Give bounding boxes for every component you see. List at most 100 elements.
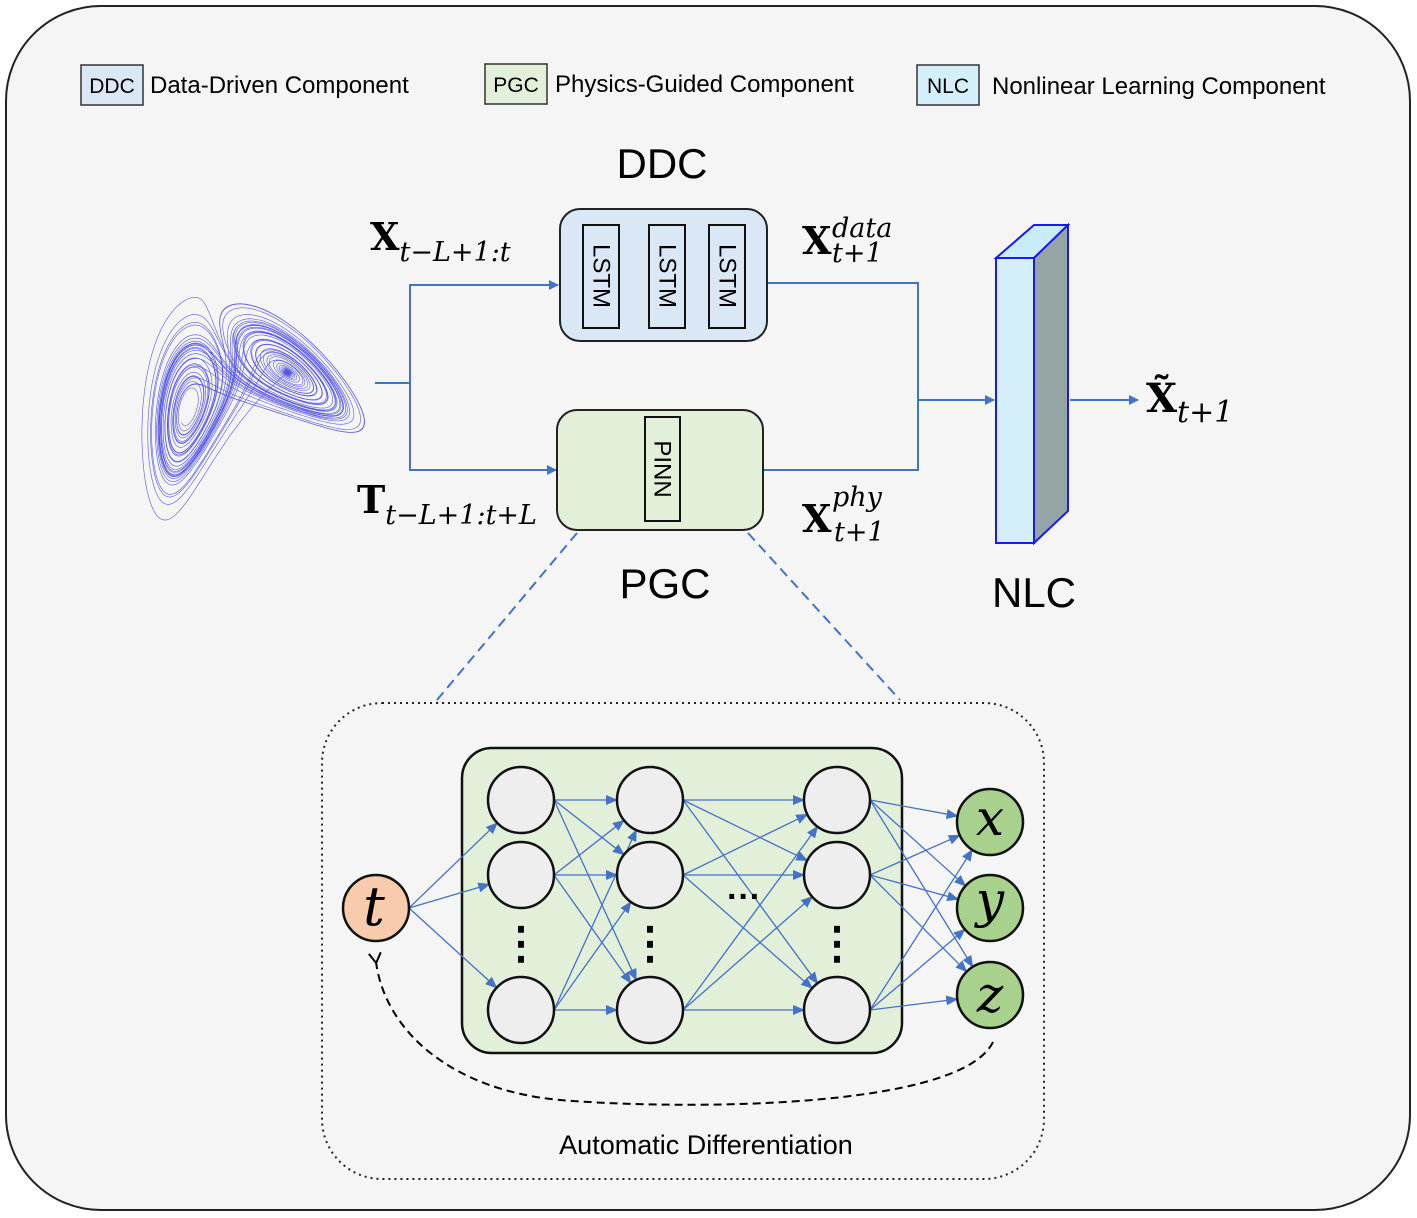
horizontal-dots: ···: [727, 878, 761, 916]
svg-text:x: x: [976, 789, 1004, 847]
arrow-to-ddc: [409, 280, 559, 383]
hidden-neuron: [486, 975, 556, 1045]
legend-item-nlc: NLC Nonlinear Learning Component: [916, 64, 1326, 106]
autodiff-arrow: [368, 951, 994, 1106]
hidden-layers-box: [460, 746, 904, 1055]
edge-hidden-to-output: [869, 834, 961, 876]
output-data-label: X data t+1: [802, 213, 892, 269]
ddc-title: DDC: [617, 140, 708, 187]
nlc-front-face: [995, 257, 1035, 544]
edge-hidden-to-hidden: [682, 896, 813, 1011]
svg-text:t+1: t+1: [834, 517, 885, 548]
edge-hidden-to-hidden: [682, 825, 819, 1011]
network-edges: [408, 795, 974, 1015]
svg-text:z: z: [976, 966, 1004, 1024]
edge-input-to-hidden: [408, 882, 491, 909]
lstm-label-2: LSTM: [654, 244, 681, 308]
lstm-cell-1: LSTM: [582, 224, 620, 329]
final-output-label: X̃t+1: [1146, 375, 1233, 430]
pgc-title: PGC: [619, 560, 710, 607]
edge-input-to-hidden: [408, 907, 498, 989]
edge-hidden-to-output: [869, 928, 966, 1011]
svg-text:X: X: [802, 218, 832, 263]
legend-label-ddc: Data-Driven Component: [150, 72, 409, 99]
svg-text:data: data: [832, 213, 892, 244]
network-nodes: [486, 765, 872, 1045]
lstm-label-3: LSTM: [714, 244, 741, 308]
edge-hidden-to-output: [869, 799, 959, 819]
input-node-t: t: [341, 873, 411, 943]
edge-hidden-to-hidden: [553, 799, 625, 856]
hidden-neuron: [615, 840, 685, 910]
legend-abbr-pgc: PGC: [493, 74, 539, 97]
pgc-box: [556, 409, 764, 531]
vertical-dots-1: ⋮: [499, 918, 543, 969]
output-node-x: x: [955, 787, 1025, 857]
nlc-block: NLC: [992, 222, 1076, 616]
vertical-dots-3: ⋮: [815, 918, 859, 969]
edge-hidden-to-hidden: [682, 813, 809, 876]
legend-abbr-ddc: DDC: [89, 75, 135, 98]
ddc-box: [559, 208, 768, 342]
input-x-label: Xt−L+1:t: [370, 214, 511, 268]
edge-hidden-to-hidden: [682, 874, 813, 989]
svg-text:y: y: [974, 871, 1005, 929]
output-node-y: y: [955, 871, 1025, 943]
zoom-line-left: [436, 532, 578, 701]
legend-item-pgc: PGC Physics-Guided Component: [484, 63, 854, 105]
edge-hidden-to-output: [869, 995, 959, 1011]
input-t-label: Tt−L+1:t+L: [357, 477, 537, 531]
legend-swatch-pgc: [484, 63, 548, 105]
pgc-block: PINN PGC: [556, 409, 764, 607]
ddc-block: DDC LSTM LSTM LSTM: [559, 140, 768, 342]
output-node-z: z: [955, 960, 1025, 1030]
edge-hidden-to-hidden: [553, 874, 632, 984]
edge-hidden-to-hidden: [682, 799, 819, 985]
lorenz-attractor-image: [141, 297, 365, 521]
legend-label-nlc: Nonlinear Learning Component: [992, 73, 1326, 100]
edge-input-to-hidden: [408, 822, 498, 909]
pinn-detail-panel: [321, 702, 1045, 1180]
svg-text:phy: phy: [832, 482, 883, 513]
edge-hidden-to-hidden: [682, 799, 809, 862]
legend-label-pgc: Physics-Guided Component: [555, 71, 854, 98]
edge-hidden-to-hidden: [553, 799, 637, 981]
hidden-neuron: [802, 765, 872, 835]
hidden-neuron: [615, 975, 685, 1045]
edge-hidden-to-output: [869, 874, 968, 973]
lstm-label-1: LSTM: [588, 244, 615, 308]
pgc-output-line: [763, 400, 919, 471]
hidden-neuron: [615, 765, 685, 835]
svg-text:X: X: [802, 496, 832, 541]
nlc-side-face: [1033, 222, 1069, 546]
nlc-title: NLC: [992, 569, 1076, 616]
output-phy-label: X phy t+1: [802, 482, 885, 548]
pinn-label: PINN: [649, 440, 676, 497]
svg-text:t+1: t+1: [832, 238, 883, 269]
edge-hidden-to-hidden: [553, 819, 625, 876]
legend-swatch-nlc: [916, 64, 980, 106]
lstm-cell-2: LSTM: [648, 224, 686, 329]
hidden-neuron: [802, 975, 872, 1045]
hidden-neuron: [802, 840, 872, 910]
hidden-neuron: [486, 765, 556, 835]
lorenz-trajectory: [141, 297, 365, 521]
legend-item-ddc: DDC Data-Driven Component: [80, 64, 409, 106]
arrow-to-pgc: [409, 383, 557, 475]
edge-hidden-to-hidden: [553, 901, 632, 1011]
connections: [375, 280, 1139, 475]
svg-text:t: t: [363, 875, 385, 938]
zoom-line-right: [747, 532, 901, 701]
hidden-neuron: [486, 840, 556, 910]
legend-swatch-ddc: [80, 64, 144, 106]
edge-hidden-to-output: [869, 848, 973, 1011]
vertical-dots-2: ⋮: [628, 918, 672, 969]
edge-hidden-to-output: [869, 799, 967, 887]
autodiff-caption: Automatic Differentiation: [559, 1130, 853, 1160]
lstm-cell-3: LSTM: [708, 224, 746, 329]
ddc-output-line: [768, 282, 919, 400]
legend-abbr-nlc: NLC: [927, 75, 969, 98]
legend: DDC Data-Driven Component PGC Physics-Gu…: [80, 63, 1326, 106]
pinn-cell: [644, 416, 681, 522]
